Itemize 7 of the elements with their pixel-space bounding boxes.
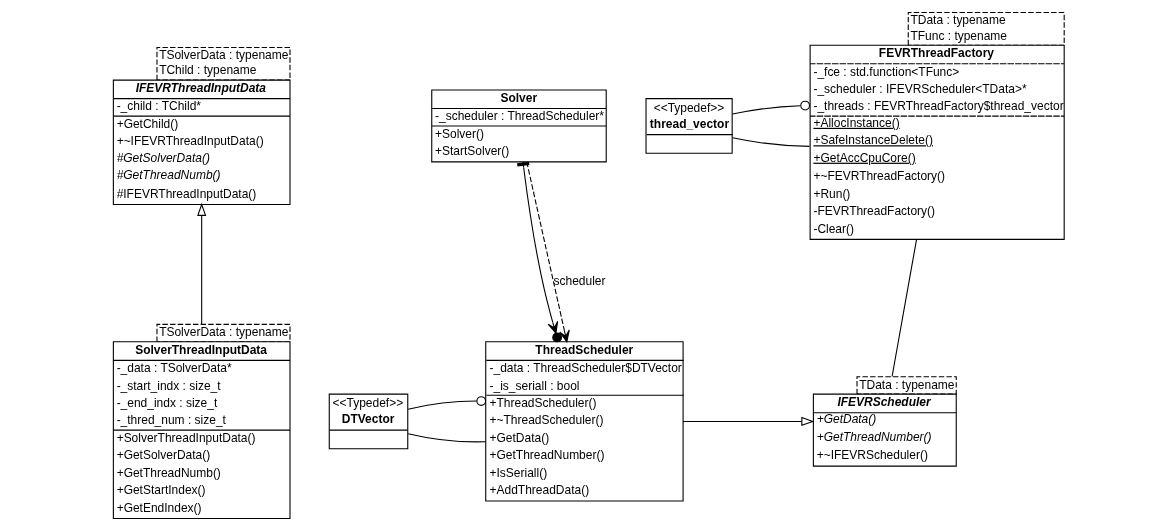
node-label: TFunc : typename bbox=[909, 28, 1007, 43]
node-label: TData : typename bbox=[909, 13, 1006, 28]
node-label: TSolverData : typename bbox=[158, 48, 288, 63]
edge-label: scheduler bbox=[553, 273, 605, 288]
node-label: TData : typename bbox=[858, 377, 954, 392]
node-label: TChild : typename bbox=[158, 63, 256, 78]
node-label: TSolverData : typename bbox=[158, 325, 288, 340]
